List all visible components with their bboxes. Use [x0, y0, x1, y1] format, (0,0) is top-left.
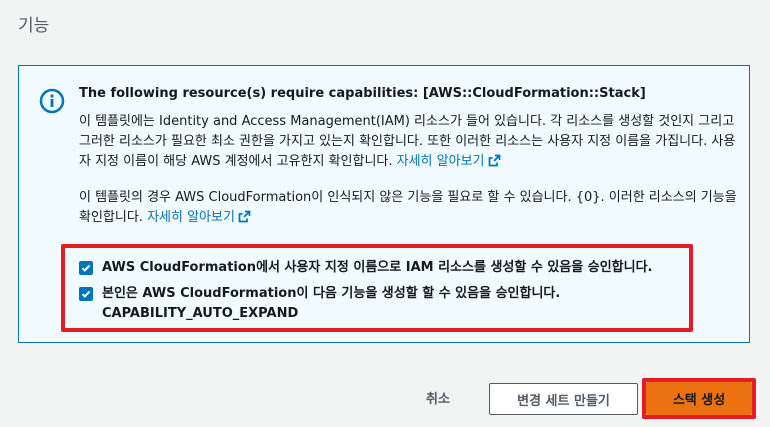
ack-iam-checkbox[interactable] [79, 261, 93, 275]
create-change-set-button[interactable]: 변경 세트 만들기 [489, 383, 638, 415]
create-stack-highlight: 스택 생성 [642, 378, 756, 419]
capability-description: 이 템플릿의 경우 AWS CloudFormation이 인식되지 않은 기능… [79, 188, 739, 230]
cancel-button[interactable]: 취소 [426, 388, 450, 407]
external-link-icon [238, 210, 251, 230]
learn-more-link-iam-label: 자세히 알아보기 [396, 154, 485, 169]
info-circle-icon [39, 88, 65, 114]
check-icon [81, 264, 91, 272]
learn-more-link-capability-label: 자세히 알아보기 [147, 210, 235, 225]
ack-capability-row[interactable]: 본인은 AWS CloudFormation이 다음 기능을 생성할 할 수 있… [79, 284, 560, 324]
alert-title: The following resource(s) require capabi… [79, 86, 646, 101]
capability-description-text: 이 템플릿의 경우 AWS CloudFormation이 인식되지 않은 기능… [79, 190, 737, 225]
ack-iam-row[interactable]: AWS CloudFormation에서 사용자 지정 이름으로 IAM 리소스… [79, 258, 653, 278]
ack-capability-label-line1: 본인은 AWS CloudFormation이 다음 기능을 생성할 할 수 있… [102, 286, 561, 301]
iam-description: 이 템플릿에는 Identity and Access Management(I… [79, 112, 739, 174]
ack-capability-checkbox[interactable] [79, 287, 93, 301]
section-title: 기능 [18, 16, 50, 36]
check-icon [81, 290, 91, 298]
ack-capability-label-line2: CAPABILITY_AUTO_EXPAND [102, 306, 299, 321]
external-link-icon [488, 154, 501, 174]
learn-more-link-iam[interactable]: 자세히 알아보기 [397, 154, 501, 169]
ack-capability-label: 본인은 AWS CloudFormation이 다음 기능을 생성할 할 수 있… [102, 284, 560, 324]
learn-more-link-capability[interactable]: 자세히 알아보기 [147, 210, 251, 225]
ack-iam-label: AWS CloudFormation에서 사용자 지정 이름으로 IAM 리소스… [102, 260, 653, 275]
acknowledgement-group: AWS CloudFormation에서 사용자 지정 이름으로 IAM 리소스… [61, 244, 693, 332]
create-stack-button[interactable]: 스택 생성 [646, 382, 752, 415]
iam-description-text: 이 템플릿에는 Identity and Access Management(I… [79, 114, 736, 169]
capabilities-info-alert: The following resource(s) require capabi… [18, 65, 750, 343]
